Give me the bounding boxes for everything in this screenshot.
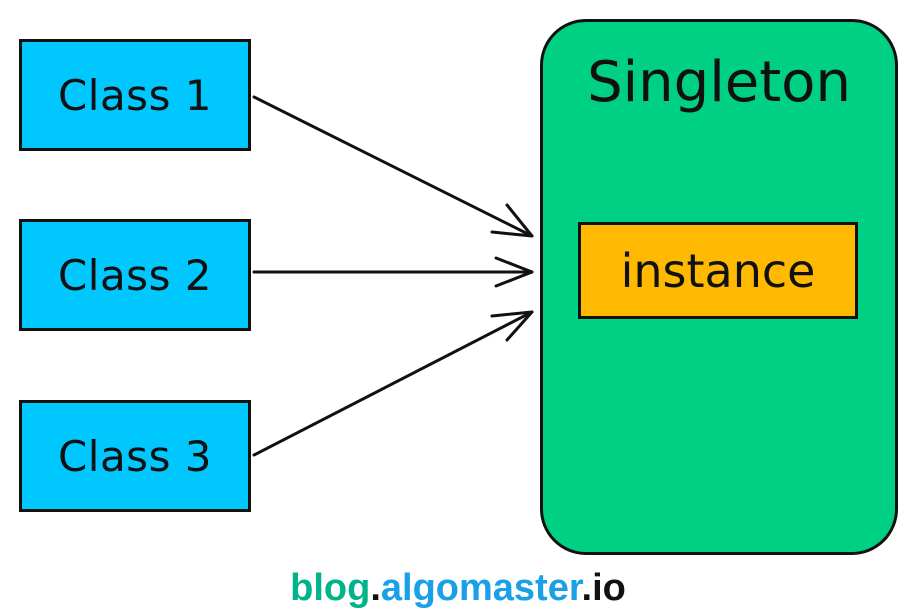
class-1-box: Class 1 xyxy=(19,39,251,151)
footer-dot-1: . xyxy=(370,567,381,609)
singleton-title: Singleton xyxy=(587,50,851,115)
singleton-box: Singleton instance xyxy=(540,19,898,555)
footer-blog: blog xyxy=(290,567,371,609)
footer-dot-2: . xyxy=(581,567,593,609)
class-2-label: Class 2 xyxy=(57,250,213,300)
class-3-label: Class 3 xyxy=(57,431,213,481)
instance-label: instance xyxy=(620,243,816,298)
footer-io: io xyxy=(592,567,626,609)
class-3-box: Class 3 xyxy=(19,400,251,512)
footer-watermark: blog.algomaster.io xyxy=(0,566,916,610)
footer-algomaster: algomaster xyxy=(380,567,582,609)
arrow-class-2-to-singleton xyxy=(252,256,534,288)
arrow-class-3-to-singleton xyxy=(252,310,534,457)
class-2-box: Class 2 xyxy=(19,219,251,331)
instance-box: instance xyxy=(578,222,858,319)
class-1-label: Class 1 xyxy=(57,70,213,120)
arrow-class-1-to-singleton xyxy=(252,95,534,238)
